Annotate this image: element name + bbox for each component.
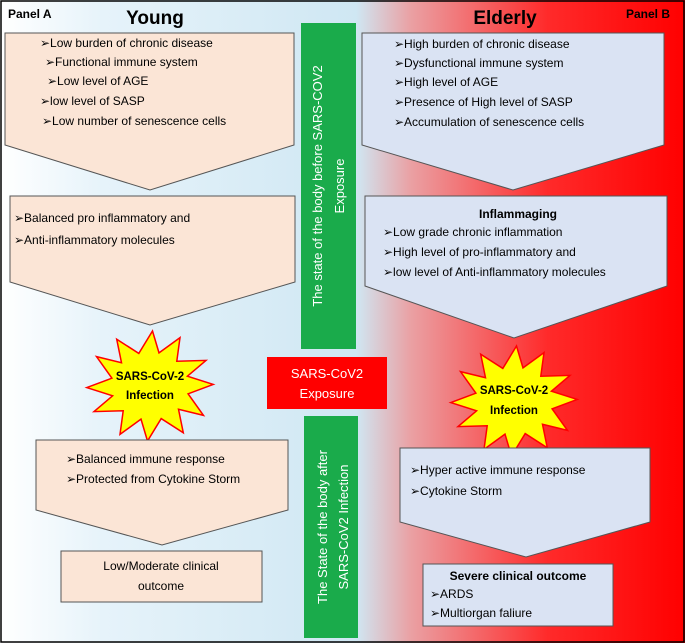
after-infection-line1: The State of the body after xyxy=(315,449,330,604)
young-profile-item: ➢Functional immune system xyxy=(45,55,198,69)
before-exposure-bar xyxy=(301,23,356,349)
young-balance-list: ➢Balanced pro inflammatory and ➢Anti-inf… xyxy=(14,211,190,247)
young-burst-line1: SARS-CoV-2 xyxy=(116,371,184,383)
exposure-line2: Exposure xyxy=(300,386,355,401)
elderly-profile-list: ➢High burden of chronic disease ➢Dysfunc… xyxy=(394,37,584,129)
elderly-burst-line2: Infection xyxy=(490,405,538,417)
before-exposure-line2: Exposure xyxy=(332,159,347,214)
young-response-item: ➢Balanced immune response xyxy=(66,452,225,466)
elderly-outcome-box xyxy=(422,563,614,627)
young-balance-box xyxy=(9,195,296,326)
elderly-inflammaging-list: ➢Low grade chronic inflammation ➢High le… xyxy=(383,225,606,279)
young-outcome-box xyxy=(60,550,263,603)
elderly-outcome-list: ➢ARDS ➢Multiorgan faliure xyxy=(430,587,532,620)
young-title: Young xyxy=(126,8,184,29)
young-response-box xyxy=(35,439,289,546)
young-balance-item: ➢Anti-inflammatory molecules xyxy=(14,233,175,247)
panel-a-label: Panel A xyxy=(8,7,52,21)
young-response-item: ➢Protected from Cytokine Storm xyxy=(66,472,240,486)
young-outcome-line2: outcome xyxy=(138,579,184,593)
inflammaging-title: Inflammaging xyxy=(479,207,557,221)
young-profile-item: ➢Low level of AGE xyxy=(47,74,148,88)
elderly-outcome-title: Severe clinical outcome xyxy=(450,569,587,583)
young-profile-box xyxy=(4,32,295,191)
elderly-title: Elderly xyxy=(473,8,537,29)
elderly-inflammaging-box xyxy=(364,195,668,339)
young-burst-line2: Infection xyxy=(126,390,174,402)
young-profile-item: ➢Low burden of chronic disease xyxy=(40,36,213,50)
elderly-profile-item: ➢High burden of chronic disease xyxy=(394,37,570,51)
elderly-response-list: ➢Hyper active immune response ➢Cytokine … xyxy=(410,463,586,498)
young-profile-item: ➢low level of SASP xyxy=(40,94,145,108)
young-profile-list: ➢Low burden of chronic disease ➢Function… xyxy=(40,36,226,128)
young-response-list: ➢Balanced immune response ➢Protected fro… xyxy=(66,452,240,486)
elderly-profile-box xyxy=(361,32,665,191)
young-profile-item: ➢Low number of senescence cells xyxy=(42,114,226,128)
elderly-profile-item: ➢Presence of High level of SASP xyxy=(394,95,573,109)
elderly-inflammaging-item: ➢High level of pro-inflammatory and xyxy=(383,245,576,259)
exposure-line1: SARS-CoV2 xyxy=(291,366,363,381)
elderly-outcome-item: ➢ARDS xyxy=(430,587,473,601)
elderly-inflammaging-item: ➢Low grade chronic inflammation xyxy=(383,225,562,239)
elderly-profile-item: ➢Dysfunctional immune system xyxy=(394,56,563,70)
before-exposure-line1: The state of the body before SARS-COV2 xyxy=(310,65,325,306)
panel-b-label: Panel B xyxy=(626,7,670,21)
elderly-profile-item: ➢Accumulation of senescence cells xyxy=(394,115,584,129)
elderly-response-item: ➢Hyper active immune response xyxy=(410,463,586,477)
young-outcome-line1: Low/Moderate clinical xyxy=(103,559,218,573)
elderly-burst-line1: SARS-CoV-2 xyxy=(480,385,548,397)
after-infection-line2: SARS-CoV2 Infection xyxy=(336,464,351,589)
exposure-box xyxy=(267,357,387,409)
elderly-inflammaging-item: ➢low level of Anti-inflammatory molecule… xyxy=(383,265,606,279)
elderly-response-box xyxy=(399,447,651,558)
after-infection-bar xyxy=(304,416,358,638)
elderly-profile-item: ➢High level of AGE xyxy=(394,75,498,89)
elderly-outcome-item: ➢Multiorgan faliure xyxy=(430,606,532,620)
elderly-response-item: ➢Cytokine Storm xyxy=(410,484,502,498)
young-balance-item: ➢Balanced pro inflammatory and xyxy=(14,211,190,225)
